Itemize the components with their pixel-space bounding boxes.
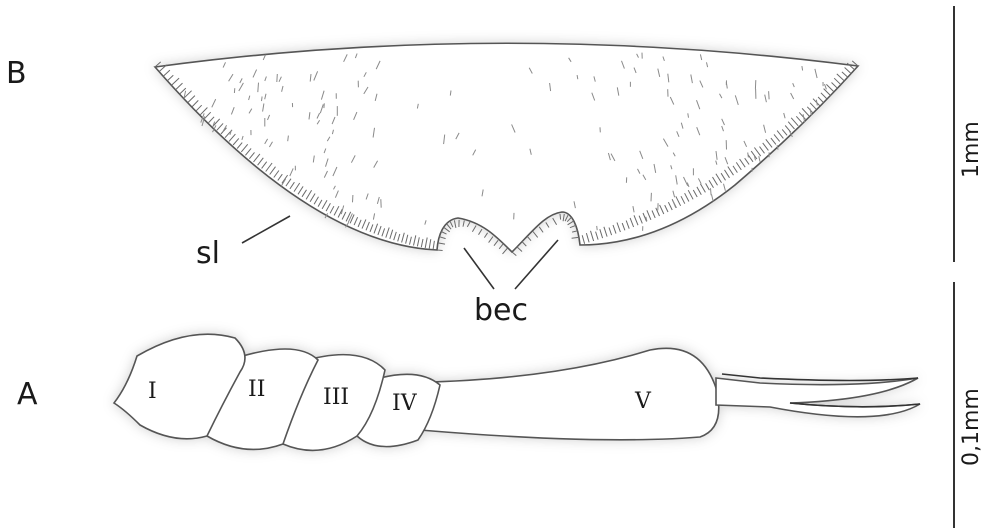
panel-b-letter: B	[6, 56, 27, 91]
sl-leader-line	[242, 216, 290, 243]
segment-iv-label: IV	[392, 391, 418, 416]
segment-v-label: V	[634, 389, 652, 414]
segment-i-label: I	[148, 379, 157, 404]
panel-b: B sl bec	[6, 43, 858, 328]
claw-inner-upper	[722, 374, 918, 381]
segment-ii-label: II	[248, 377, 265, 402]
segment-iii-label: III	[323, 385, 349, 410]
scale-label-1mm: 1mm	[959, 121, 984, 178]
bec-leader-left	[464, 248, 494, 289]
claw-outline	[716, 378, 920, 417]
bec-leader-right	[515, 240, 558, 289]
panel-a: A I II III IV V	[17, 334, 920, 450]
panel-a-letter: A	[17, 377, 38, 412]
scale-label-0-1mm: 0,1mm	[959, 388, 984, 466]
scale-bars: 1mm 0,1mm	[954, 6, 984, 528]
segment-v-outline	[420, 348, 719, 440]
plate-outline	[155, 43, 858, 252]
bec-label: bec	[474, 293, 528, 328]
sl-label: sl	[196, 236, 220, 271]
